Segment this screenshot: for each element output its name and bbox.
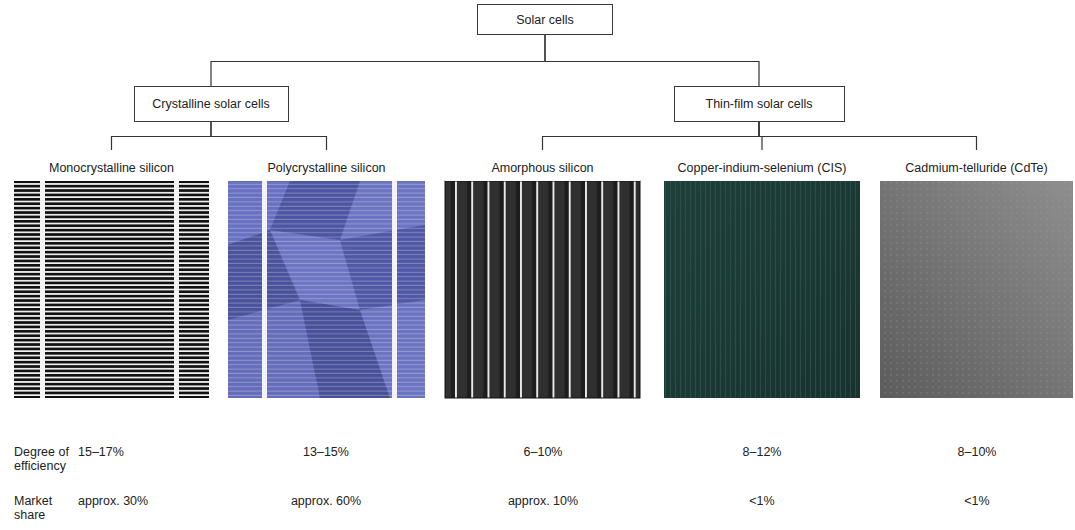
market-share-value: approx. 60% [291,494,361,508]
cis-cell-part [664,181,860,398]
node-label: Crystalline solar cells [152,96,269,112]
polycrystalline-cell-part [228,181,425,398]
tree-connector [759,122,977,150]
cell-type: Amorphous silicon [445,150,640,398]
monocrystalline-cell-part [40,181,45,398]
amorphous-cell-part [445,181,640,398]
market-share-value: <1% [749,494,774,508]
category-box: Crystalline solar cells [134,86,289,122]
polycrystalline-cell-part [392,181,397,398]
root-box: Solar cells [477,4,613,35]
efficiency-value: 15–17% [78,445,124,459]
node-label: Copper-indium-selenium (CIS) [664,150,860,181]
node-label: Polycrystalline silicon [228,150,425,181]
monocrystalline-cell-part [174,181,179,398]
efficiency-value: 13–15% [303,445,349,459]
market-share-value: approx. 30% [78,494,148,508]
row-header: Market share [14,494,60,522]
tree-connector [211,35,545,86]
tree-connector [112,122,212,150]
node-label: Solar cells [516,12,574,28]
node-label: Monocrystalline silicon [14,150,209,181]
tree-connector [543,122,760,150]
polycrystalline-cell-part [262,181,267,398]
monocrystalline-cell [14,181,209,398]
polycrystalline-cell [228,181,425,398]
polycrystalline-cell-part [228,181,425,398]
cdte-cell-part [880,181,1073,398]
row-header: Degree of efficiency [14,445,76,473]
market-share-value: <1% [964,494,989,508]
node-label: Thin-film solar cells [706,96,813,112]
efficiency-value: 6–10% [524,445,563,459]
cell-type: Polycrystalline silicon [228,150,425,398]
cell-type: Cadmium-telluride (CdTe) [880,150,1073,398]
cell-type: Copper-indium-selenium (CIS) [664,150,860,398]
efficiency-value: 8–12% [743,445,782,459]
cdte-cell-part [880,181,1073,398]
amorphous-cell-part [445,181,640,398]
tree-connector [545,35,759,86]
cdte-cell [880,181,1073,398]
efficiency-value: 8–10% [958,445,997,459]
node-label: Amorphous silicon [445,150,640,181]
market-share-value: approx. 10% [508,494,578,508]
monocrystalline-cell-part [14,181,209,398]
tree-connector [211,122,327,150]
node-label: Cadmium-telluride (CdTe) [880,150,1073,181]
category-box: Thin-film solar cells [674,86,845,122]
cell-type: Monocrystalline silicon [14,150,209,398]
cis-cell [664,181,860,398]
amorphous-cell [445,181,640,398]
cis-cell-part [664,181,860,398]
